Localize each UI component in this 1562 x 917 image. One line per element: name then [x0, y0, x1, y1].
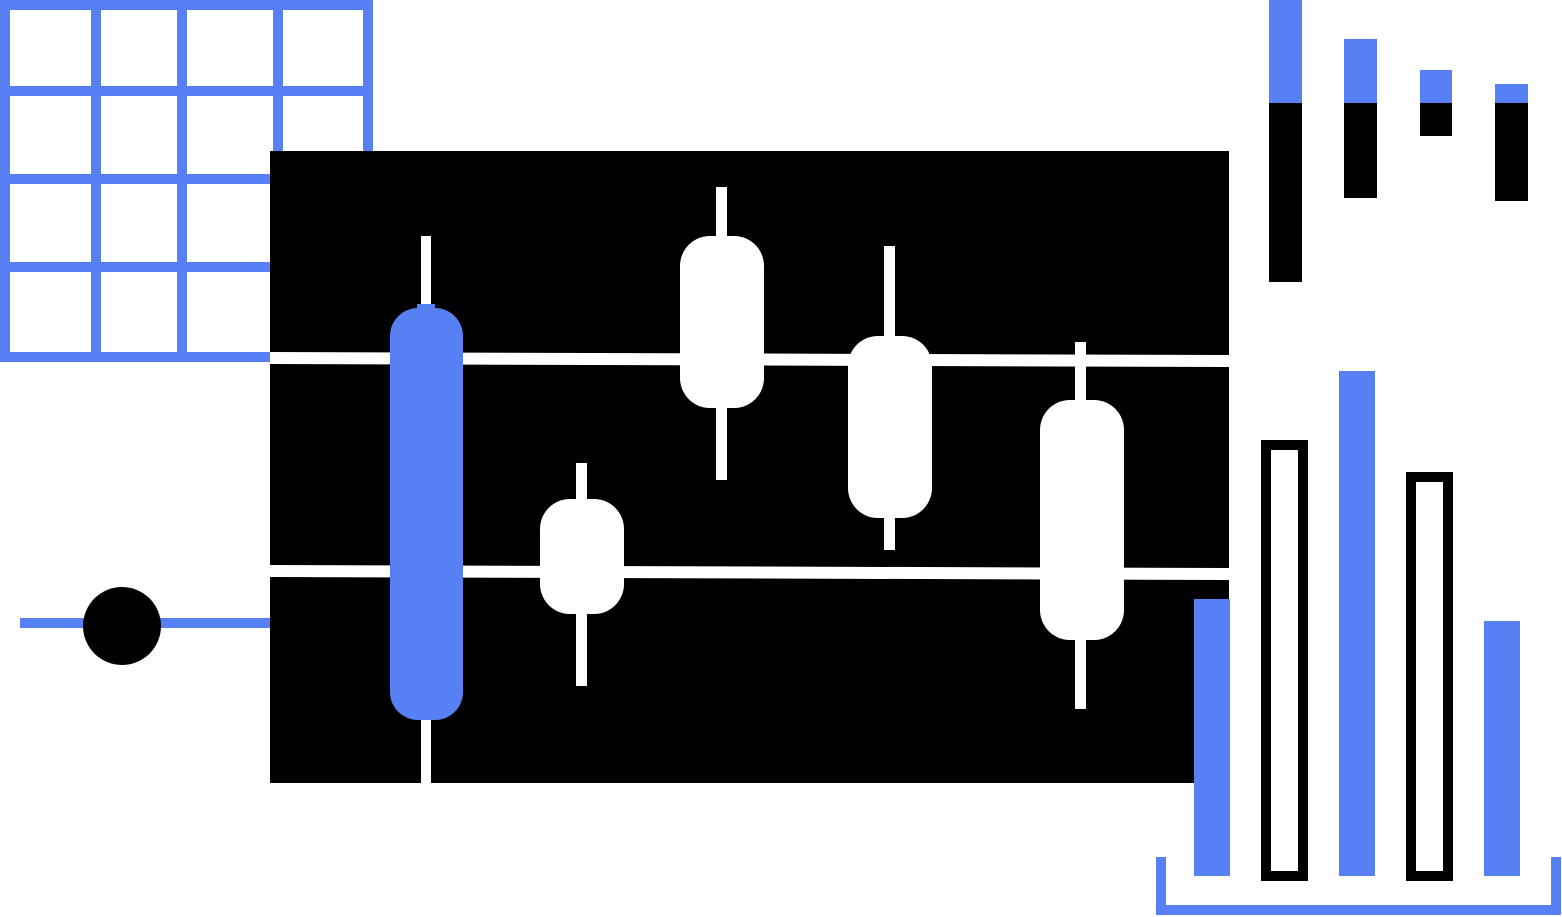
- bar-solid: [1194, 599, 1230, 876]
- candle: [540, 463, 624, 686]
- stacked-bar-dark: [1269, 103, 1302, 282]
- candle: [680, 187, 764, 480]
- circle-icon: [83, 587, 161, 665]
- slider: [20, 587, 354, 665]
- stacked-bar-accent: [1344, 39, 1377, 103]
- slider-track: [20, 618, 354, 628]
- stacked-bar-accent: [1495, 84, 1528, 103]
- candle-body: [390, 308, 463, 720]
- bar-solid: [1339, 371, 1375, 876]
- candle: [848, 246, 932, 550]
- bar-group: [1194, 371, 1520, 881]
- bracket-base: [1156, 857, 1561, 915]
- candle: [390, 236, 463, 783]
- bar-outline: [1261, 440, 1308, 881]
- stacked-bars: [1269, 0, 1528, 282]
- bar-solid: [1484, 621, 1520, 876]
- candle-body: [848, 336, 932, 518]
- stacked-bar-accent: [1269, 0, 1302, 103]
- stacked-bar-dark: [1344, 103, 1377, 198]
- candle-body: [680, 236, 764, 408]
- stacked-bar-accent: [1420, 70, 1452, 103]
- candle-cap: [417, 304, 435, 310]
- candle: [1040, 342, 1124, 709]
- candle-body: [1040, 400, 1124, 640]
- candle-body: [540, 499, 624, 614]
- stacked-bar-dark: [1495, 103, 1528, 201]
- bar-outline: [1406, 472, 1453, 881]
- gridline-lower: [270, 565, 1229, 580]
- stacked-bar-dark: [1420, 103, 1452, 136]
